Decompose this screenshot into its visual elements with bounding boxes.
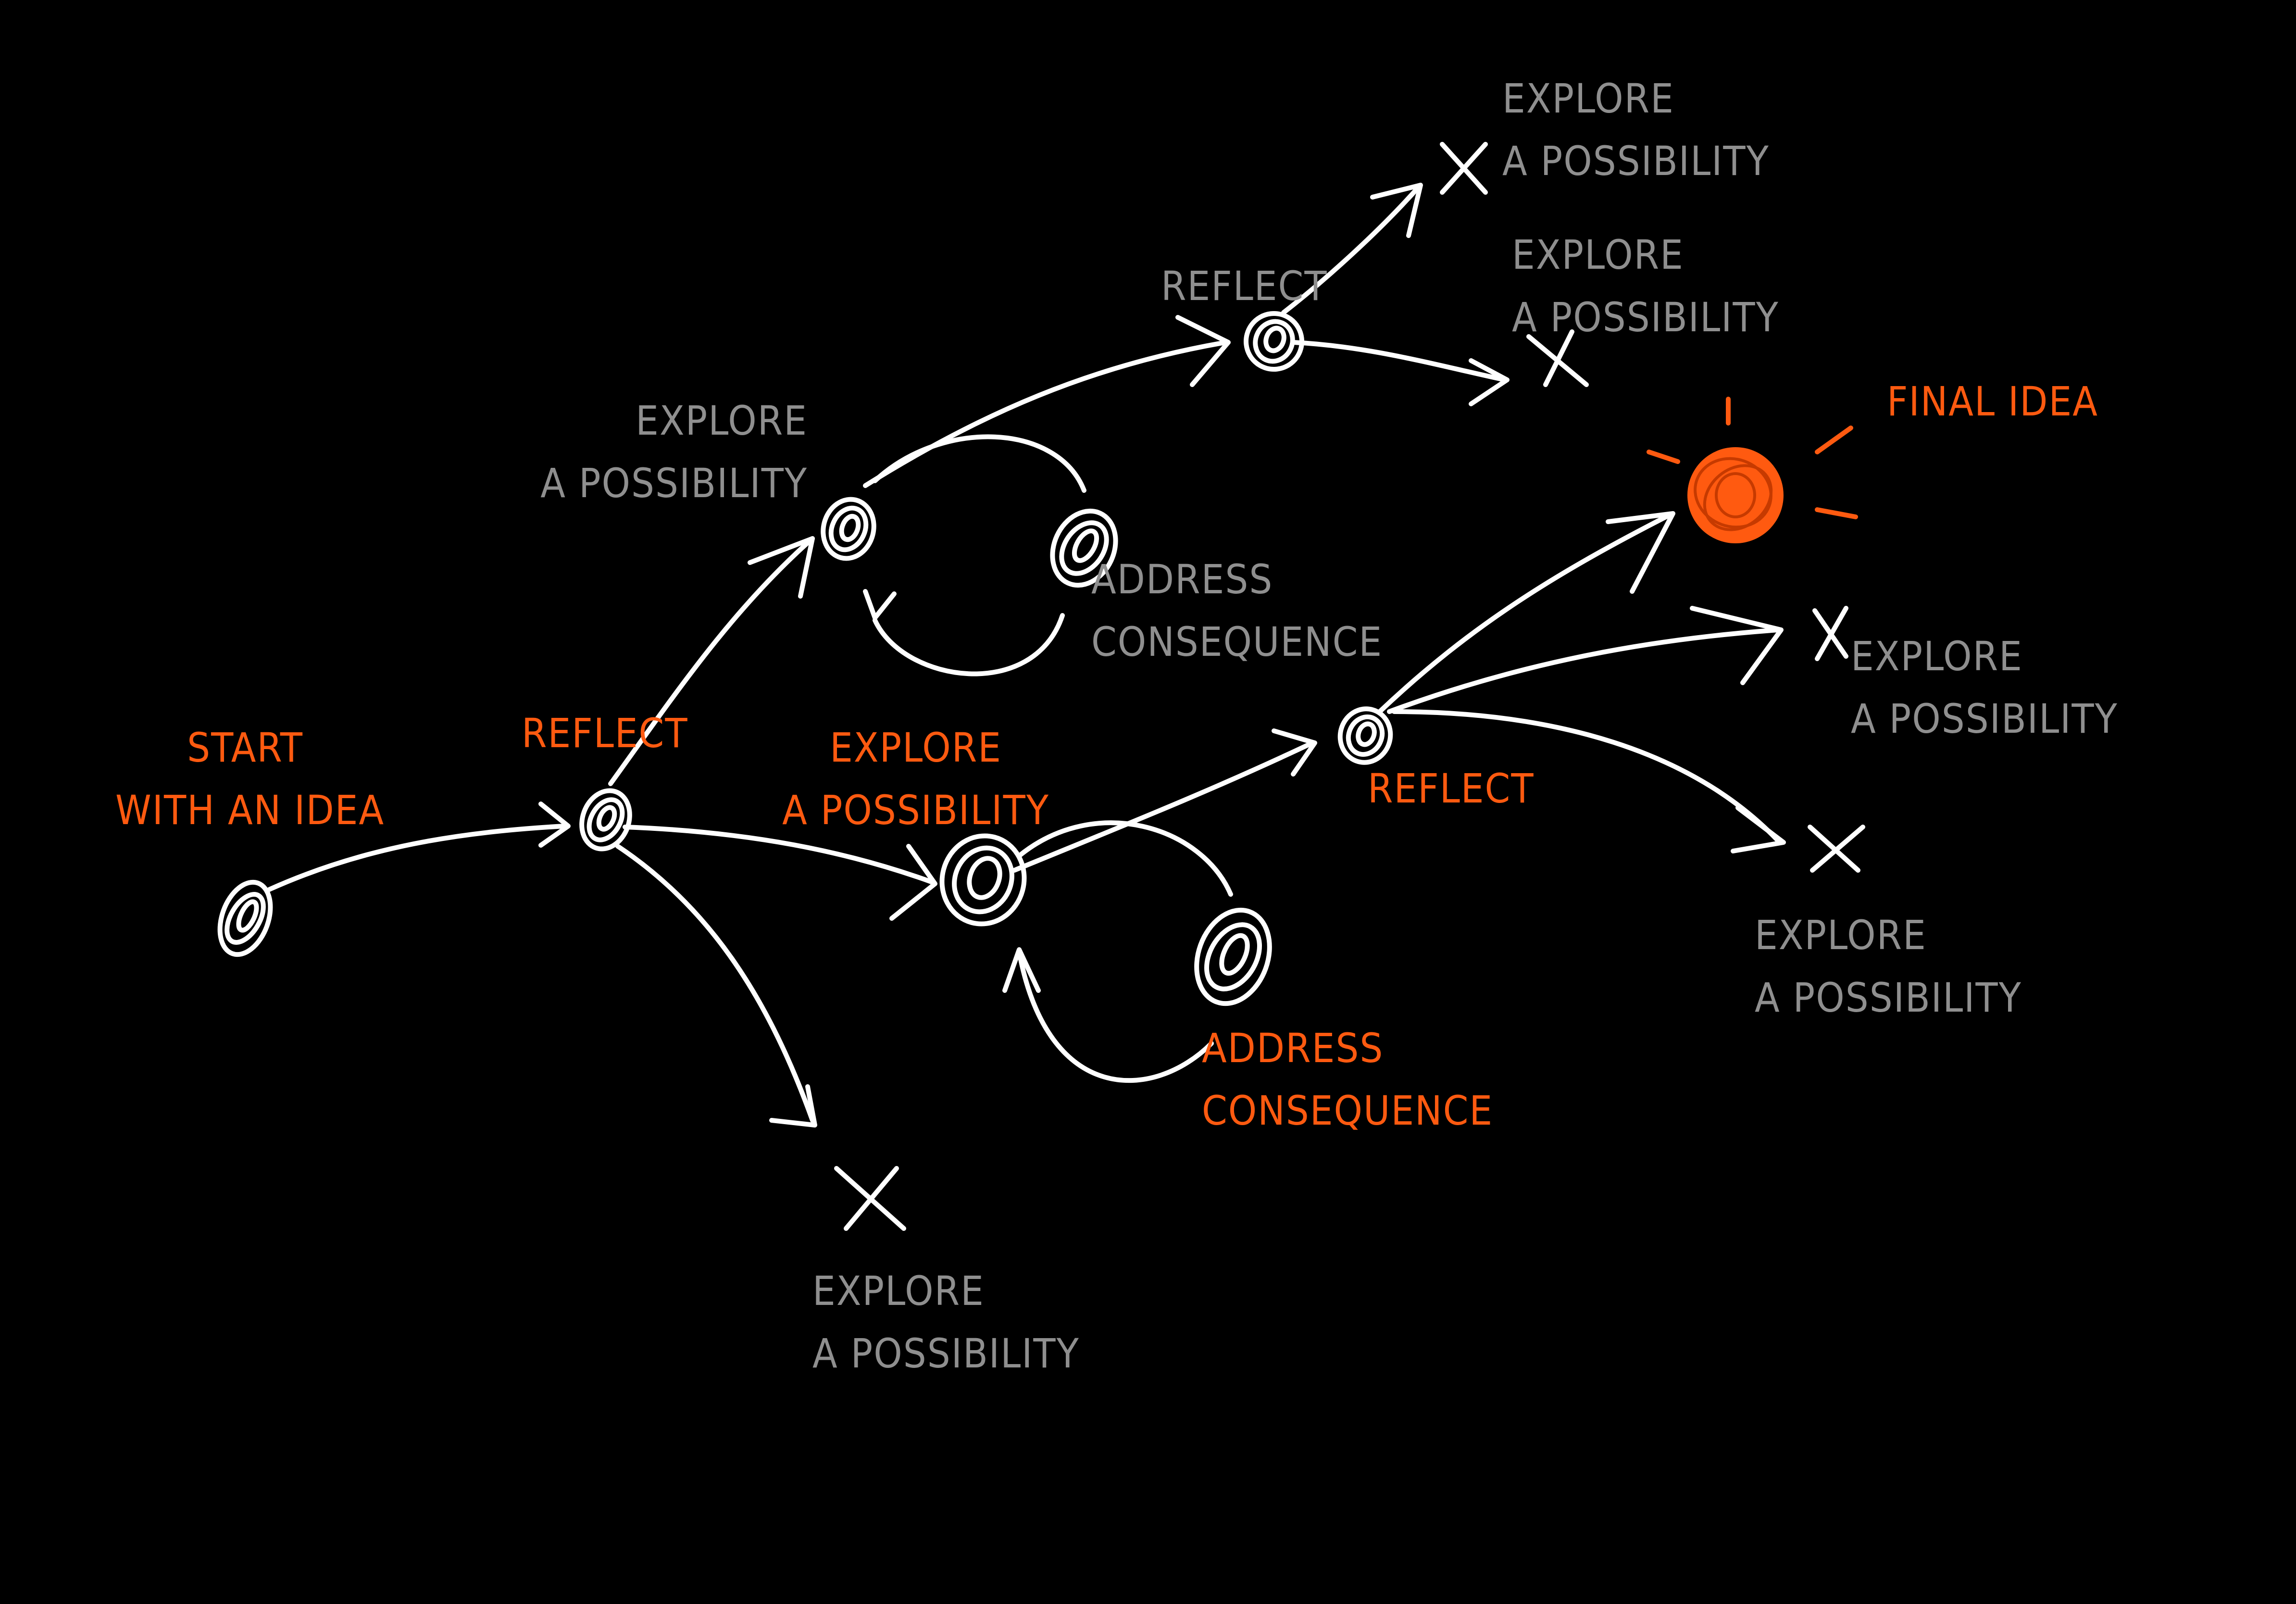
final-idea-label: FINAL IDEA — [1887, 378, 2098, 425]
arrowhead — [1606, 511, 1675, 594]
reflect-label: REFLECT — [1368, 765, 1535, 812]
node-explore-upper — [821, 497, 876, 561]
arrowhead — [748, 536, 815, 599]
dead-end-cross — [834, 1166, 906, 1231]
arrowhead — [863, 589, 897, 620]
node-start — [217, 879, 273, 957]
node-address-lower — [1194, 907, 1272, 1006]
arrowhead — [1469, 358, 1510, 406]
dead-end-cross — [1526, 329, 1589, 387]
arrowhead — [1370, 183, 1423, 238]
node-reflect-right — [1337, 706, 1393, 765]
dead-end-cross — [1808, 825, 1865, 873]
node-reflect-1 — [579, 788, 632, 852]
arrowhead — [1272, 728, 1317, 777]
arrowhead — [769, 1084, 817, 1128]
final-idea-burst — [1647, 397, 1858, 543]
edge-reflect-to-explore-upper — [608, 536, 815, 786]
node-explore-middle — [939, 833, 1027, 927]
arrowhead — [1690, 606, 1784, 685]
arrowhead — [538, 802, 571, 848]
edge-reflect-top-to-explore-top-2 — [1291, 340, 1507, 382]
node-address-upper — [1050, 508, 1118, 588]
loop-lower — [1017, 820, 1233, 1083]
arrowhead — [1002, 947, 1041, 993]
dead-end-cross — [1440, 142, 1488, 195]
edge-reflect-right-to-explore-right-2 — [1392, 709, 1781, 844]
arrowhead — [1731, 805, 1786, 853]
arrowhead — [889, 844, 937, 921]
edge-reflect-to-explore-middle — [623, 825, 935, 885]
dead-end-cross — [1812, 606, 1848, 661]
edge-reflect-right-to-explore-right-1 — [1387, 627, 1781, 714]
arrowhead — [1175, 315, 1231, 387]
node-reflect-top — [1244, 311, 1304, 372]
edge-start-to-reflect — [267, 824, 567, 892]
edge-explore-middle-to-reflect-right — [1012, 740, 1315, 873]
loop-upper — [873, 434, 1086, 677]
edge-reflect-top-to-explore-top-1 — [1281, 185, 1421, 315]
edge-reflect-to-explore-lower — [615, 844, 815, 1123]
reflect-label: REFLECT — [522, 710, 688, 757]
edge-reflect-right-to-final-idea — [1377, 512, 1673, 714]
reflect-label: REFLECT — [1161, 263, 1328, 310]
edge-explore-upper-to-reflect-top — [863, 340, 1228, 488]
